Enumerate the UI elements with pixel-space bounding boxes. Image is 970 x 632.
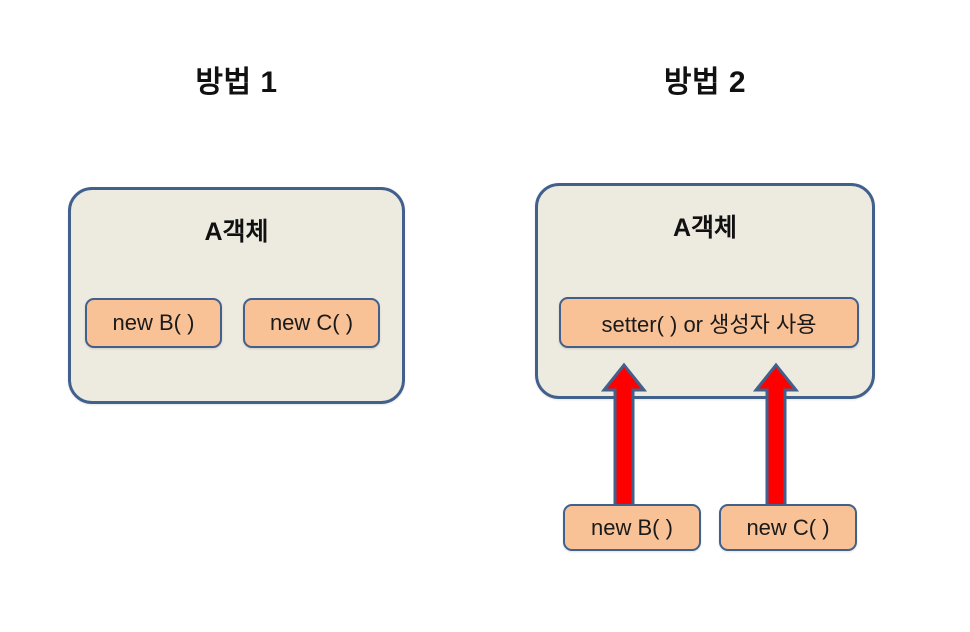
object-container-method-1: A객체 new B( ) new C( ) [68, 187, 405, 404]
external-box-new-b: new B( ) [563, 504, 701, 551]
object-title-method-1: A객체 [204, 218, 269, 246]
member-box-setter-or-constructor: setter( ) or 생성자 사용 [559, 297, 859, 348]
object-container-method-2: A객체 setter( ) or 생성자 사용 [535, 183, 875, 399]
method-1-title: 방법 1 [195, 66, 278, 99]
external-box-new-c: new C( ) [719, 504, 857, 551]
object-title-method-2: A객체 [672, 214, 738, 242]
up-arrow-icon-b [601, 362, 647, 511]
member-box-new-b-method-1: new B( ) [85, 298, 222, 348]
method-2-title: 방법 2 [663, 66, 747, 99]
member-box-new-c-method-1: new C( ) [243, 298, 380, 348]
up-arrow-icon-c [753, 362, 799, 511]
